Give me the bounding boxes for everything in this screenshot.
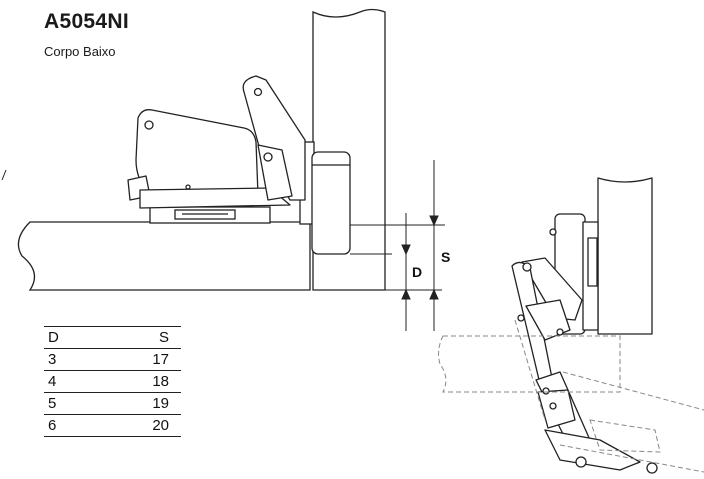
cell-d: 5	[44, 392, 108, 415]
cell-s: 20	[108, 414, 181, 437]
product-code: A5054NI	[44, 10, 129, 33]
cell-d: 4	[44, 370, 108, 393]
cell-s: 18	[108, 370, 181, 393]
cell-s: 19	[108, 392, 181, 415]
cell-s: 17	[108, 348, 181, 371]
phantom-door-outline	[438, 319, 704, 473]
table-row: 5 19	[44, 392, 181, 415]
dimension-table: D S 3 17 4 18 5 19 6 20	[44, 326, 181, 437]
dimension-d-label: D	[412, 264, 423, 280]
cell-d: 3	[44, 348, 108, 371]
table-row: 3 17	[44, 348, 181, 371]
edge-mark	[1, 169, 7, 181]
door-panel	[17, 221, 311, 291]
dimension-lines	[350, 160, 445, 331]
column-header-s: S	[108, 326, 181, 349]
cell-d: 6	[44, 414, 108, 437]
open-hinge-view	[511, 177, 658, 474]
table-row: 4 18	[44, 370, 181, 393]
table-row: 6 20	[44, 414, 181, 437]
dimension-s-label: S	[441, 249, 451, 265]
table-header-row: D S	[44, 326, 181, 349]
hinge-cup	[149, 206, 271, 224]
mounting-plate	[299, 141, 351, 255]
hinge-arm	[127, 75, 306, 209]
column-header-d: D	[44, 326, 108, 349]
product-variant: Corpo Baixo	[44, 44, 116, 59]
